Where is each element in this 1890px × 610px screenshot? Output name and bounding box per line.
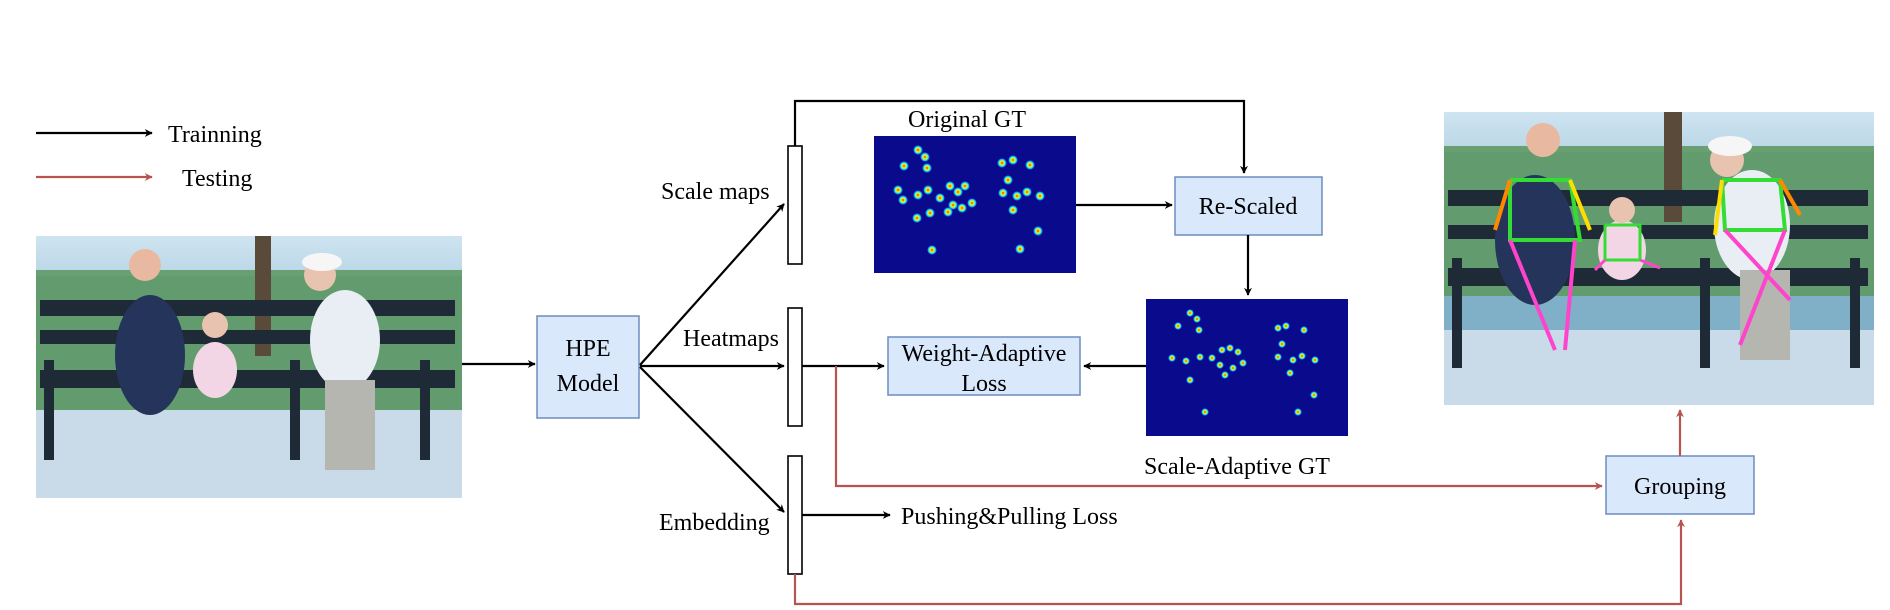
- original-gt-heatmap-image: [874, 136, 1076, 273]
- embedding-label: Embedding: [659, 510, 770, 536]
- rescaled-label: Re-Scaled: [1199, 194, 1298, 220]
- grouping-label: Grouping: [1634, 474, 1726, 500]
- scale-maps-label: Scale maps: [661, 179, 770, 205]
- arrow-hpe-to-embedding: [639, 366, 785, 513]
- output-pose-photo: [1444, 112, 1874, 405]
- rescaled-node: Re-Scaled: [1174, 176, 1323, 236]
- weight-adaptive-loss-line2: Loss: [961, 371, 1006, 397]
- legend-testing-label: Testing: [182, 166, 252, 192]
- scale-adaptive-gt-label: Scale-Adaptive GT: [1144, 454, 1330, 480]
- weight-adaptive-loss-node: Weight-Adaptive Loss: [887, 336, 1081, 397]
- testing-arrow-embedding-to-grouping: [793, 519, 1685, 606]
- heatmaps-bar: [787, 307, 803, 427]
- grouping-node: Grouping: [1605, 455, 1755, 515]
- arrow-scale-maps-to-rescaled: [793, 99, 1248, 174]
- original-gt-label: Original GT: [908, 107, 1026, 133]
- legend: Trainning Testing: [36, 122, 262, 192]
- testing-arrow-heatmaps-to-grouping: [834, 366, 1603, 490]
- hpe-model-node: HPE Model: [536, 315, 640, 419]
- input-photo: [36, 236, 462, 498]
- weight-adaptive-loss-line1: Weight-Adaptive: [902, 341, 1067, 367]
- heatmaps-label: Heatmaps: [683, 326, 779, 352]
- hpe-model-label-line1: HPE: [565, 336, 610, 362]
- hpe-model-label-line2: Model: [557, 371, 620, 397]
- arrow-hpe-to-scale-maps: [639, 203, 785, 366]
- scale-adaptive-gt-heatmap-image: [1146, 299, 1348, 436]
- legend-training-label: Trainning: [168, 122, 262, 148]
- embedding-bar: [787, 455, 803, 575]
- pushing-pulling-loss-label: Pushing&Pulling Loss: [901, 504, 1118, 530]
- scale-maps-bar: [787, 145, 803, 265]
